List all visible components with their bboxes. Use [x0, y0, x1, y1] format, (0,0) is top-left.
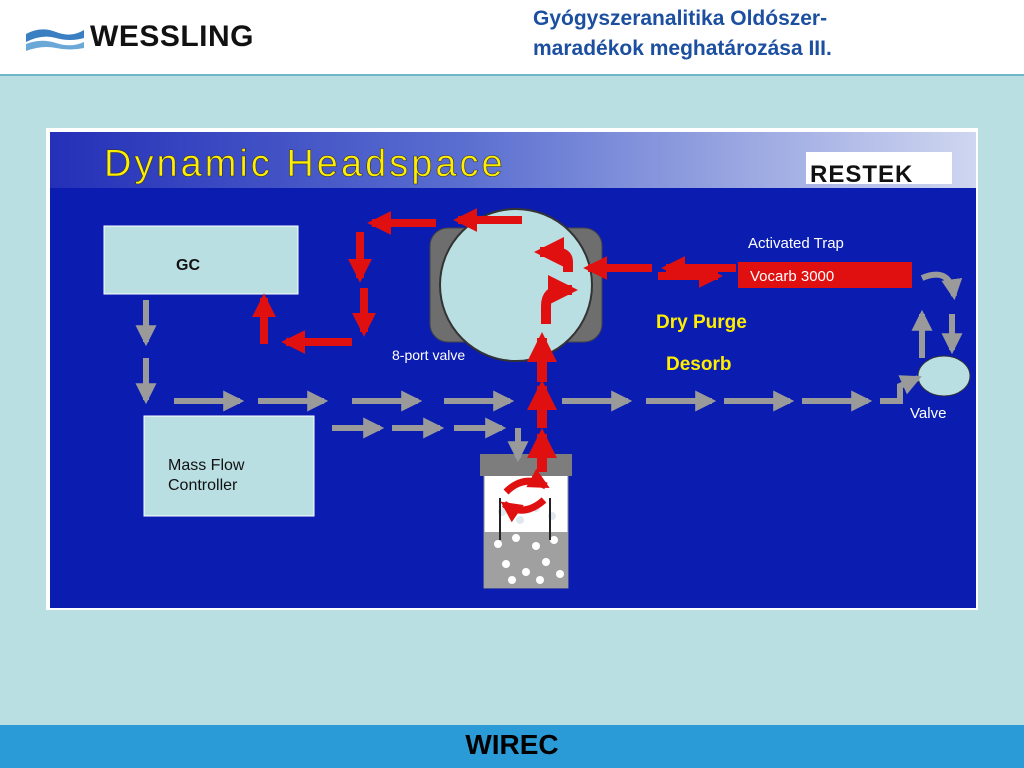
vial-stir-arrow-top — [503, 468, 550, 495]
vial-stir-arrow-bottom — [500, 497, 547, 523]
valve-label: Valve — [910, 405, 946, 422]
footer-bar: WIREC — [0, 725, 1024, 768]
wessling-wave-icon — [26, 29, 84, 51]
valve-curve-arrow-in — [534, 237, 573, 272]
slide-title: Dynamic Headspace — [104, 143, 506, 185]
activated-trap-label: Activated Trap — [748, 235, 844, 252]
wessling-logo: WESSLING — [90, 20, 255, 53]
sample-vial — [480, 454, 572, 589]
dry-purge-label: Dry Purge — [656, 312, 747, 333]
footer-text: WIREC — [465, 729, 559, 760]
mass-flow-label-line1: Mass Flow — [168, 457, 245, 474]
mass-flow-controller-box: Mass Flow Controller — [143, 415, 315, 517]
port-valve-label: 8-port valve — [392, 347, 465, 363]
gc-box: GC — [103, 225, 299, 295]
gc-label: GC — [176, 257, 200, 274]
restek-logo-text: RESTEK — [810, 161, 913, 188]
vocarb-label: Vocarb 3000 — [750, 268, 834, 285]
page-title: Gyógyszeranalitika Oldószer- maradékok m… — [533, 4, 1013, 64]
eight-port-valve: 8-port valve — [392, 208, 603, 363]
switching-valve: Valve — [910, 355, 971, 422]
activated-trap: Activated Trap Vocarb 3000 — [738, 235, 912, 288]
gray-flow-arrows — [135, 271, 963, 463]
gray-arrow — [920, 271, 963, 301]
header-bar: WESSLING Gyógyszeranalitika Oldószer- ma… — [0, 0, 1024, 76]
dynamic-headspace-slide: Dynamic Headspace RESTEK GC Mass Flow Co… — [46, 128, 978, 610]
gray-arrow — [880, 375, 922, 404]
page-title-line2: maradékok meghatározása III. — [533, 37, 832, 60]
desorb-label: Desorb — [666, 354, 731, 375]
page-title-line1: Gyógyszeranalitika Oldószer- — [533, 7, 828, 30]
red-flow-arrows — [252, 208, 736, 472]
mass-flow-label-line2: Controller — [168, 477, 238, 494]
restek-logo: RESTEK — [806, 152, 952, 188]
headspace-diagram: Dynamic Headspace RESTEK GC Mass Flow Co… — [50, 132, 976, 608]
valve-curve-arrow-out — [541, 275, 578, 324]
